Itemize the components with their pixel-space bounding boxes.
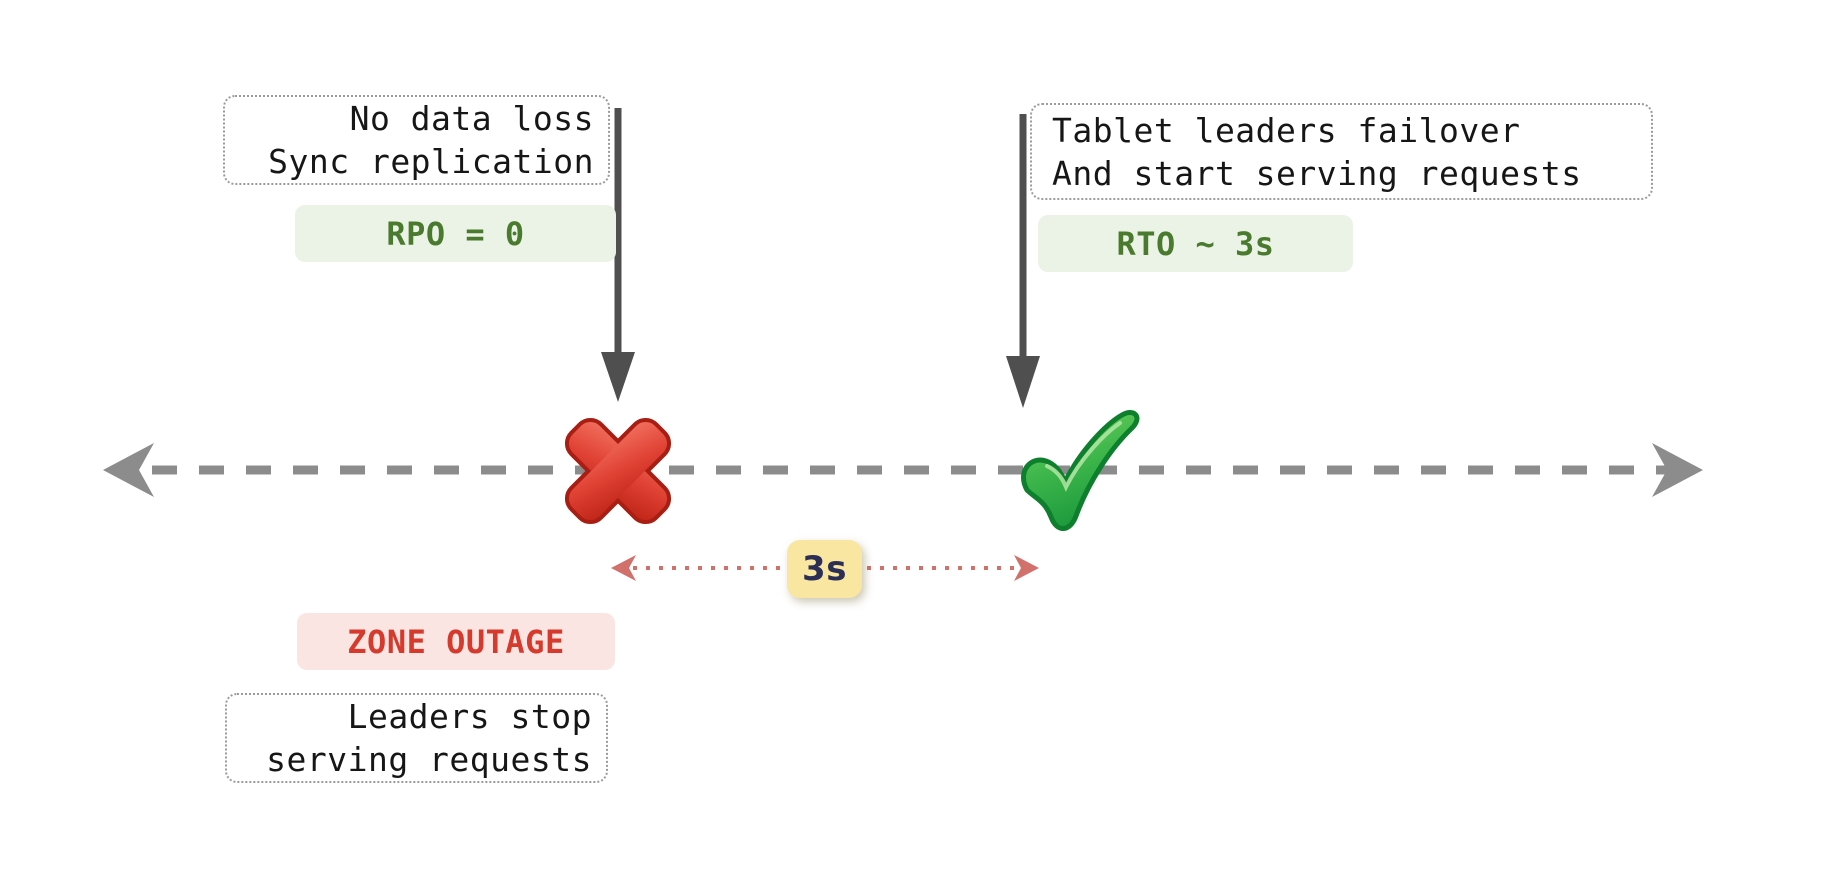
dotted-double-arrow: [611, 555, 1039, 581]
dashed-timeline-double-arrow: [103, 443, 1703, 497]
duration-badge: 3s: [787, 540, 862, 598]
note-line: Leaders stop: [347, 697, 592, 736]
timeline-left-arrowhead: [103, 443, 154, 497]
span-left-arrowhead: [611, 555, 636, 581]
cross-mark-icon: [564, 417, 672, 525]
note-line: Tablet leaders failover: [1052, 110, 1521, 150]
timeline-right-arrowhead: [1652, 443, 1703, 497]
note-line: No data loss: [349, 99, 594, 138]
note-line: Sync replication: [268, 142, 594, 181]
rto-badge: RTO ~ 3s: [1038, 215, 1353, 272]
note-tablet-failover: Tablet leaders failover And start servin…: [1030, 103, 1653, 200]
note-line: And start serving requests: [1052, 153, 1582, 193]
rpo-badge: RPO = 0: [295, 205, 616, 262]
down-arrow-icon: [601, 108, 635, 402]
note-leaders-stop: Leaders stop serving requests: [225, 693, 608, 783]
span-right-arrowhead: [1014, 555, 1039, 581]
zone-outage-badge: ZONE OUTAGE: [297, 613, 615, 670]
note-sync-replication: No data loss Sync replication: [223, 95, 610, 185]
down-arrow-icon: [1006, 114, 1040, 408]
check-mark-icon: [1021, 410, 1140, 531]
note-line: serving requests: [266, 740, 592, 779]
